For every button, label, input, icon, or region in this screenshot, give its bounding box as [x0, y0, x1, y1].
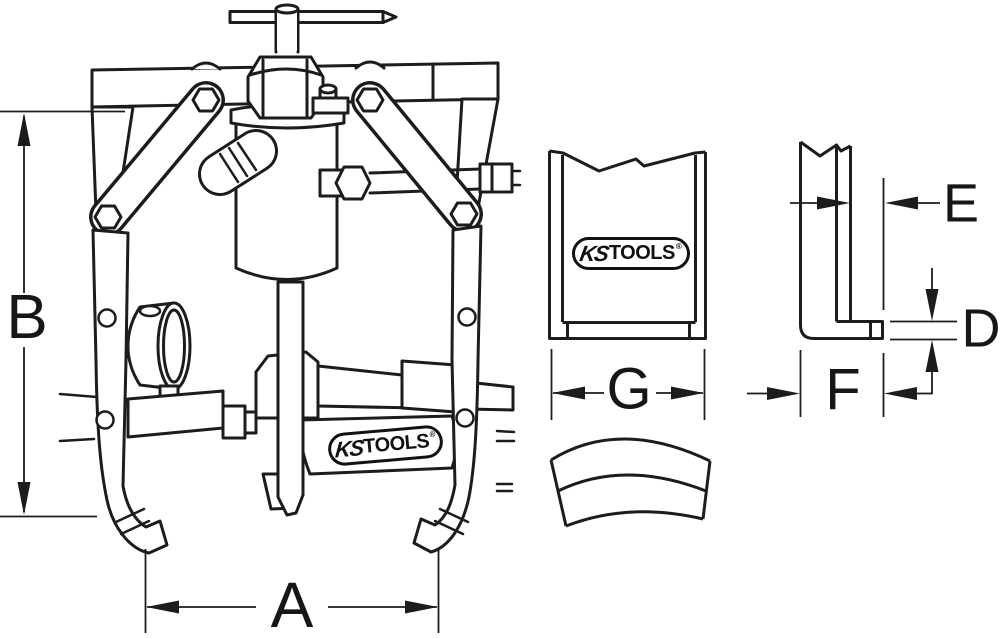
cylinder-port-plug — [198, 129, 278, 196]
spindle — [276, 280, 305, 517]
brand-ks-text: KS — [333, 434, 364, 463]
dimension-label-a: A — [270, 569, 314, 639]
dimension-lines — [0, 110, 957, 633]
brand-tools-text: TOOLS — [608, 242, 676, 264]
dimension-label-e: E — [942, 173, 980, 234]
t-handle-bar — [228, 10, 398, 24]
brand-ks-text: KS — [578, 240, 611, 266]
puller-arm-right — [412, 224, 483, 554]
shell-side-view — [799, 140, 884, 340]
dimension-label-g: G — [606, 356, 652, 422]
dimension-label-b: B — [6, 283, 48, 353]
hex-bolts — [93, 87, 479, 230]
registered-mark: ® — [675, 242, 682, 251]
shell-top-view — [549, 437, 712, 528]
brand-tools-text: TOOLS — [362, 430, 431, 458]
dimension-label-d: D — [961, 298, 1000, 359]
shell-front-view — [548, 149, 707, 340]
pressure-gauge — [126, 301, 192, 405]
puller-drawing — [58, 3, 522, 555]
registered-mark: ® — [429, 429, 436, 440]
puller-arm-left — [91, 228, 169, 555]
dimension-label-f: F — [825, 357, 861, 423]
pivot-links — [89, 81, 483, 236]
